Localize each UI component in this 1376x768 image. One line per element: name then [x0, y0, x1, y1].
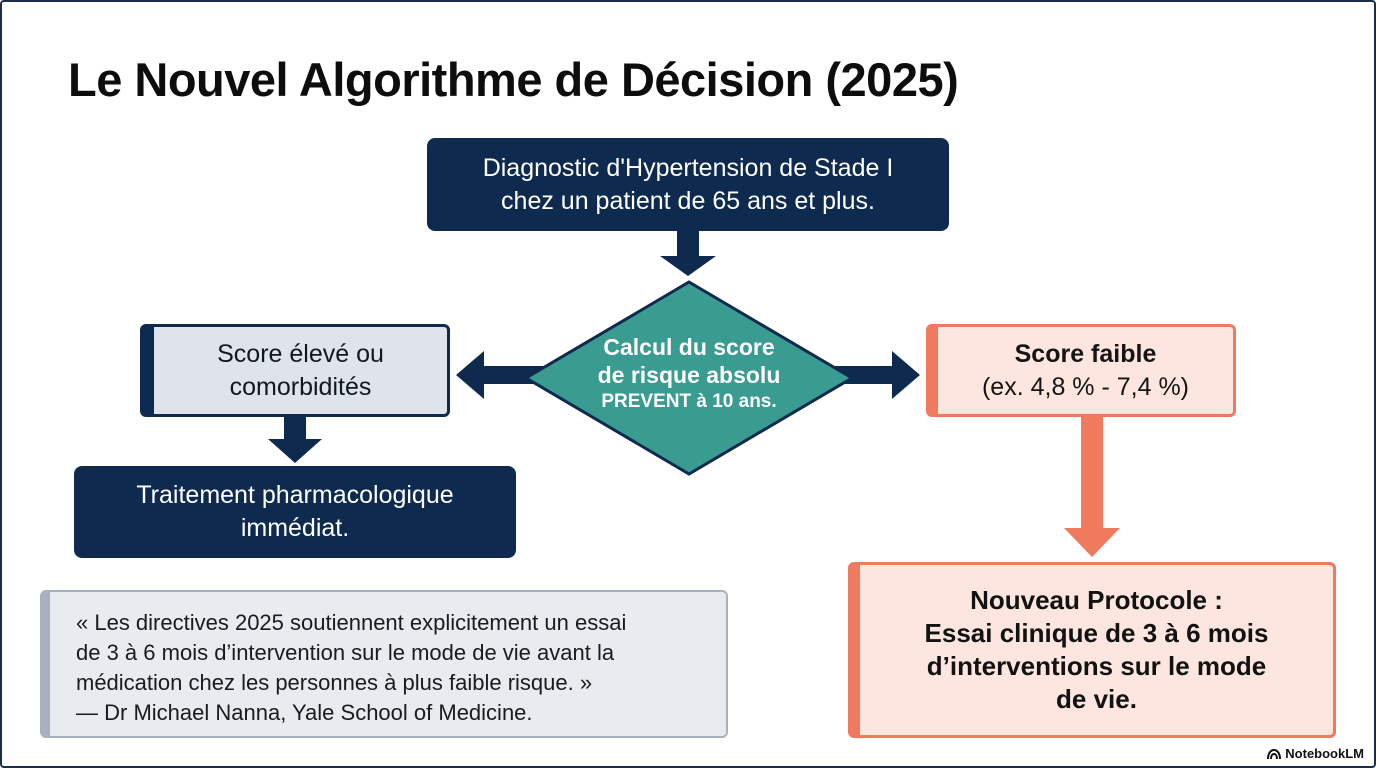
arrow-down-treatment: [268, 417, 322, 463]
arrow-down-protocol: [1064, 417, 1120, 557]
protocol-box: Nouveau Protocole : Essai clinique de 3 …: [848, 562, 1336, 738]
decision-line-3: PREVENT à 10 ans.: [601, 391, 777, 412]
branding: NotebookLM: [1267, 746, 1364, 761]
notebooklm-icon: [1267, 748, 1282, 759]
high-score-box: Score élevé ou comorbidités: [140, 324, 450, 417]
brand-label: NotebookLM: [1285, 746, 1364, 761]
protocol-line-4: de vie.: [1056, 684, 1137, 714]
arrow-down-start: [660, 231, 716, 276]
decision-line-2: de risque absolu: [597, 362, 781, 388]
treatment-line-1: Traitement pharmacologique: [136, 481, 454, 509]
page-title: Le Nouvel Algorithme de Décision (2025): [68, 53, 959, 106]
arrow-left-high: [456, 351, 548, 399]
start-box: Diagnostic d'Hypertension de Stade I che…: [427, 138, 949, 231]
decision-diamond: [524, 280, 854, 476]
low-score-box: Score faible (ex. 4,8 % - 7,4 %): [926, 324, 1236, 417]
low-score-range: (ex. 4,8 % - 7,4 %): [981, 372, 1190, 401]
decision-line-1: Calcul du score: [603, 334, 775, 360]
high-line-2: comorbidités: [229, 372, 372, 401]
quote-box: « Les directives 2025 soutiennent explic…: [40, 590, 728, 738]
quote-line-3: médication chez les personnes à plus fai…: [76, 670, 593, 695]
quote-line-1: « Les directives 2025 soutiennent explic…: [76, 610, 627, 635]
start-line-2: chez un patient de 65 ans et plus.: [501, 186, 875, 215]
decision-label: Calcul du score de risque absolu PREVENT…: [524, 333, 854, 415]
treatment-line-2: immédiat.: [240, 514, 350, 542]
protocol-line-1: Nouveau Protocole :: [970, 585, 1223, 615]
arrow-right-low: [830, 351, 920, 399]
protocol-line-3: d’interventions sur le mode: [926, 651, 1267, 681]
quote-attribution: — Dr Michael Nanna, Yale School of Medic…: [76, 700, 533, 725]
start-line-1: Diagnostic d'Hypertension de Stade I: [482, 153, 894, 182]
protocol-line-2: Essai clinique de 3 à 6 mois: [924, 618, 1269, 648]
quote-line-2: de 3 à 6 mois d’intervention sur le mode…: [76, 640, 615, 665]
low-score-title: Score faible: [1014, 339, 1157, 368]
high-line-1: Score élevé ou: [217, 339, 384, 368]
treatment-box: Traitement pharmacologique immédiat.: [74, 466, 516, 558]
